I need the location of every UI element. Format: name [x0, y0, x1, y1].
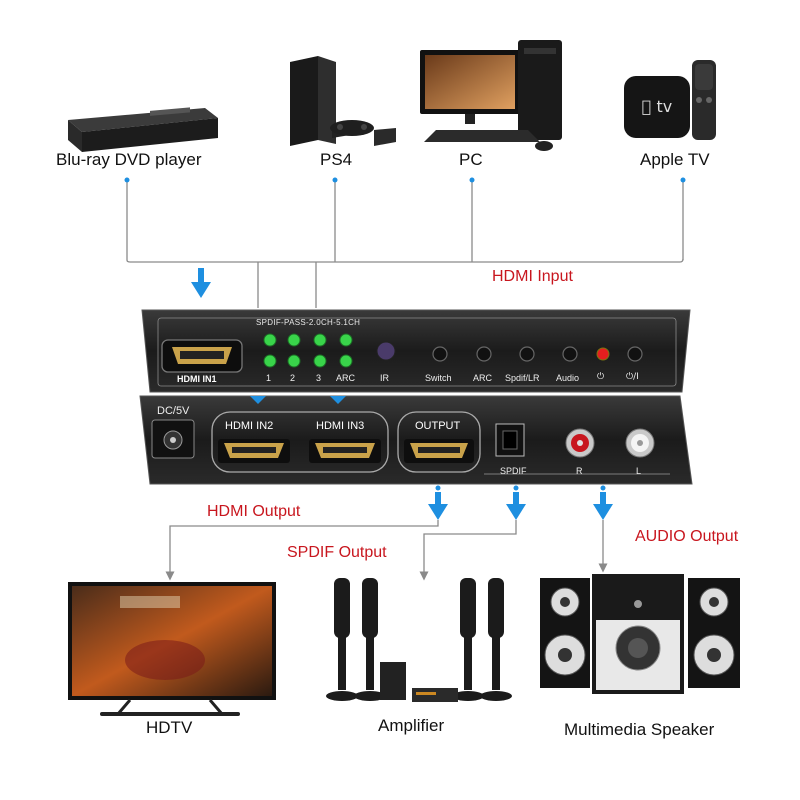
appletv-label: Apple TV	[640, 150, 710, 169]
hdmi-in2-port	[218, 439, 290, 463]
pc-icon	[420, 40, 562, 151]
button-label-power-io: ⏻/I	[626, 372, 639, 382]
l-label: L	[636, 466, 642, 476]
rca-left-port	[625, 428, 655, 458]
output-arrows	[428, 492, 613, 520]
button-label-switch: Switch	[425, 373, 452, 383]
input-arrow-icon	[191, 268, 211, 298]
hdmi-output-port	[404, 439, 474, 463]
led-label-2: 2	[290, 373, 296, 383]
pc-label: PC	[459, 150, 483, 169]
output-label: OUTPUT	[415, 420, 461, 432]
hdmi-in3-port	[309, 439, 381, 463]
multimedia-speaker-icon	[540, 574, 740, 694]
led-label-1: 1	[266, 373, 272, 383]
in3-arrow-icon	[330, 396, 346, 404]
led-grid	[263, 333, 353, 368]
apple-tv-icon:  tv	[624, 60, 716, 140]
r-label: R	[576, 466, 583, 476]
amplifier-system-icon	[326, 578, 512, 702]
hdtv-label: HDTV	[146, 718, 193, 737]
ps4-icon	[290, 56, 396, 146]
hdmi-in3-label: HDMI IN3	[316, 420, 365, 432]
output-connector-dots	[435, 485, 606, 491]
rear-panel	[139, 395, 693, 485]
bluray-player-icon	[68, 107, 218, 152]
input-lines	[126, 180, 684, 308]
button-label-arc: ARC	[473, 373, 493, 383]
audio-output-label: AUDIO Output	[635, 528, 739, 545]
front-panel	[141, 309, 691, 393]
led-label-ir: IR	[380, 373, 389, 383]
button-label-audio: Audio	[556, 373, 580, 383]
hdtv-icon	[68, 582, 276, 716]
hdmi-input-label: HDMI Input	[492, 268, 573, 285]
spdif-label: SPDIF	[500, 466, 527, 476]
svg-text: tv:  tv	[642, 97, 672, 116]
dc-5v-label: DC/5V	[157, 405, 190, 417]
button-label-power: ⏻	[597, 372, 605, 382]
output-lines	[165, 520, 608, 581]
led-label-3: 3	[316, 373, 322, 383]
spdif-output-label: SPDIF Output	[287, 544, 387, 561]
button-label-spdif: Spdif/LR	[505, 373, 540, 383]
hdmi-in2-label: HDMI IN2	[225, 420, 274, 432]
amplifier-label: Amplifier	[378, 716, 445, 735]
multimedia-speaker-label: Multimedia Speaker	[564, 720, 715, 739]
hdmi-in1-label: HDMI IN1	[177, 374, 217, 384]
in2-arrow-icon	[250, 396, 266, 404]
ps4-label: PS4	[320, 150, 353, 169]
input-connector-dots	[124, 177, 686, 183]
power-indicator-led	[596, 347, 610, 361]
mode-text: SPDIF-PASS-2.0CH-5.1CH	[256, 318, 361, 327]
hdmi-output-label: HDMI Output	[207, 503, 301, 520]
bluray-label: Blu-ray DVD player	[56, 150, 202, 169]
panel-buttons	[432, 346, 643, 362]
rca-right-port	[565, 428, 595, 458]
led-label-arc: ARC	[336, 373, 356, 383]
ir-receiver-icon	[376, 341, 396, 361]
